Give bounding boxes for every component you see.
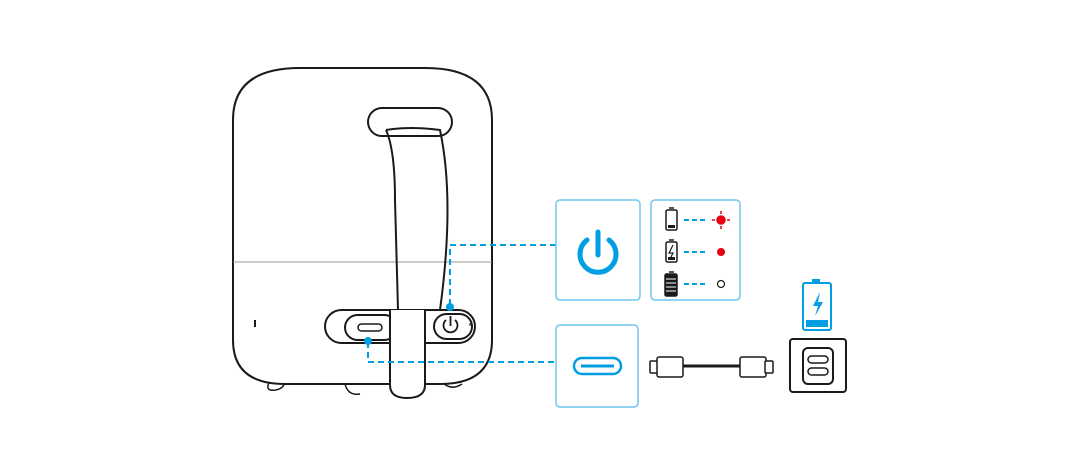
led-flashing-red-icon: [712, 211, 730, 229]
usb-c-port-callout: [555, 324, 639, 408]
usb-c-icon: [572, 356, 623, 376]
battery-charging-blue-icon: [802, 279, 832, 331]
wall-charger-icon: [789, 338, 847, 393]
battery-full-icon: [664, 271, 678, 297]
battery-indicator-callout: [650, 199, 741, 301]
usb-c-cable-icon: [649, 356, 774, 378]
speaker-body: [232, 67, 493, 396]
power-button-callout: [555, 199, 641, 301]
battery-low-icon: [665, 207, 678, 231]
speaker-power-icon: [442, 316, 459, 334]
leader-lines: [367, 244, 556, 363]
power-icon: [577, 229, 619, 275]
speaker-strap: [367, 107, 453, 311]
battery-charging-icon: [665, 239, 678, 263]
led-off-icon: [716, 279, 726, 289]
led-solid-red-icon: [717, 248, 725, 256]
speaker-strap-tail: [389, 310, 426, 400]
